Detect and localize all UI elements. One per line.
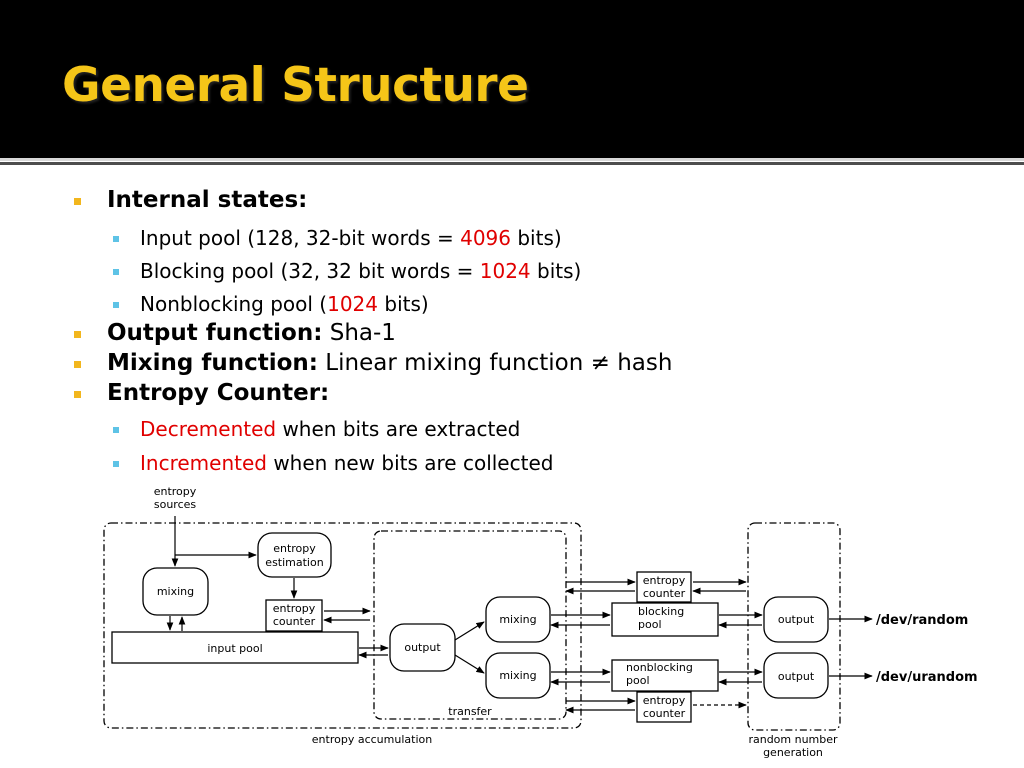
random-output-label: output [778, 613, 815, 626]
urandom-output-label: output [778, 670, 815, 683]
bullet-entropy-counter: Entropy Counter: [107, 380, 330, 406]
transfer-output-label: output [404, 641, 441, 654]
diagram-arrows [166, 516, 873, 714]
sub-bullet-incremented: Incremented when new bits are collected [140, 451, 554, 475]
blocking-pool-box [611, 602, 719, 637]
dev-urandom-label: /dev/urandom [876, 670, 978, 685]
slide-title: General Structure [62, 58, 529, 113]
bullet-marker [74, 198, 81, 205]
entropy-accumulation-label: entropy accumulation [312, 733, 432, 746]
entropy-estimation-node [257, 532, 332, 578]
blocking-mixing-label: mixing [499, 613, 536, 626]
sub-bullet-decremented: Decremented when bits are extracted [140, 417, 521, 441]
random-number-generation-group [747, 522, 841, 731]
sub-bullet-blocking-pool: Blocking pool (32, 32 bit words = 1024 b… [140, 259, 582, 283]
input-pool-box [111, 631, 359, 664]
input-entropy-counter [265, 599, 323, 632]
sub-bullet-marker [113, 236, 119, 242]
title-divider-shadow [0, 162, 1024, 165]
sub-bullet-marker [113, 427, 119, 433]
sub-bullet-marker [113, 269, 119, 275]
bullet-internal-states: Internal states: [107, 187, 308, 213]
title-divider [0, 158, 1024, 161]
transfer-label: transfer [448, 705, 492, 718]
sub-bullet-nonblocking-pool: Nonblocking pool (1024 bits) [140, 292, 429, 316]
random-output-node [763, 596, 829, 643]
bullet-marker [74, 391, 81, 398]
nonblocking-entropy-counter [636, 691, 692, 723]
transfer-output-node [389, 623, 456, 672]
sub-bullet-input-pool: Input pool (128, 32-bit words = 4096 bit… [140, 226, 562, 250]
input-mixing-node [142, 567, 209, 616]
sub-bullet-marker [113, 302, 119, 308]
blocking-mixing-node [485, 596, 551, 643]
bullet-output-function: Output function: Sha-1 [107, 320, 396, 346]
dev-random-label: /dev/random [876, 613, 968, 628]
bullet-mixing-function: Mixing function: Linear mixing function … [107, 350, 673, 376]
nonblocking-mixing-node [485, 652, 551, 699]
bullet-marker [74, 361, 81, 368]
bullet-marker [74, 331, 81, 338]
input-pool-label: input pool [207, 642, 262, 655]
urandom-output-node [763, 652, 829, 699]
sub-bullet-marker [113, 461, 119, 467]
blocking-entropy-counter [636, 571, 692, 603]
nonblocking-pool-box [611, 659, 719, 692]
nonblocking-mixing-label: mixing [499, 669, 536, 682]
title-bar [0, 0, 1024, 158]
input-mixing-label: mixing [157, 585, 194, 598]
